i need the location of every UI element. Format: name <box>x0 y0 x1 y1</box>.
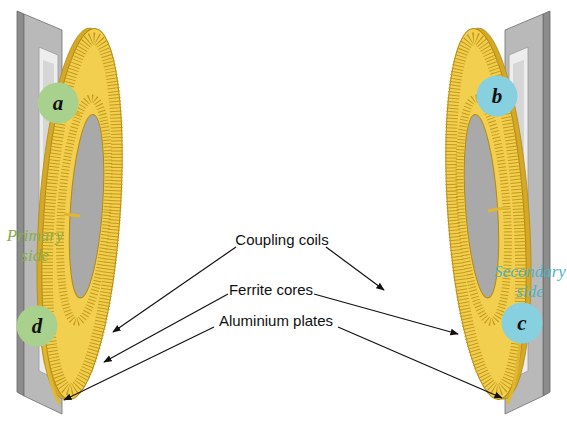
leader-arrow <box>338 327 502 398</box>
plate-edge <box>543 11 550 396</box>
leader-arrow <box>113 247 236 332</box>
circle-fill <box>38 83 79 124</box>
coil-lead <box>44 344 60 404</box>
coil-windings <box>453 97 515 324</box>
part-label: Aluminium plates <box>186 312 366 329</box>
part-label: Ferrite cores <box>191 281 351 298</box>
terminal-letter: c <box>517 313 526 334</box>
coupling-coil <box>435 25 542 402</box>
coil-lead <box>507 342 520 404</box>
terminal-text-box: a <box>37 82 79 124</box>
coil-lead <box>64 214 80 216</box>
part-label: Coupling coils <box>202 231 362 248</box>
circle-fill <box>502 303 543 344</box>
coil-lead <box>488 208 504 211</box>
side-label: Secondary side <box>492 262 567 301</box>
leader-arrow <box>314 294 458 334</box>
leader-arrow <box>104 294 228 362</box>
coil-windings <box>54 97 116 324</box>
terminal-circle: b <box>476 75 518 117</box>
circle-fill <box>477 76 518 117</box>
terminal-text-box: b <box>476 75 518 117</box>
terminal-circle: d <box>16 305 58 347</box>
terminal-letter: b <box>492 86 503 107</box>
coil-face <box>31 26 133 402</box>
terminal-letter: d <box>32 316 43 337</box>
terminal-letter: a <box>53 93 64 114</box>
terminal-circle: c <box>501 302 543 344</box>
circle-fill <box>17 306 58 347</box>
terminal-text-box: c <box>501 302 543 344</box>
coil-hole <box>64 113 109 299</box>
terminal-circle: a <box>37 82 79 124</box>
leader-arrow <box>326 247 384 290</box>
side-label: Primary side <box>0 226 70 265</box>
leader-arrow <box>64 327 214 400</box>
coil-face <box>435 26 537 402</box>
terminal-text-box: d <box>16 305 58 347</box>
